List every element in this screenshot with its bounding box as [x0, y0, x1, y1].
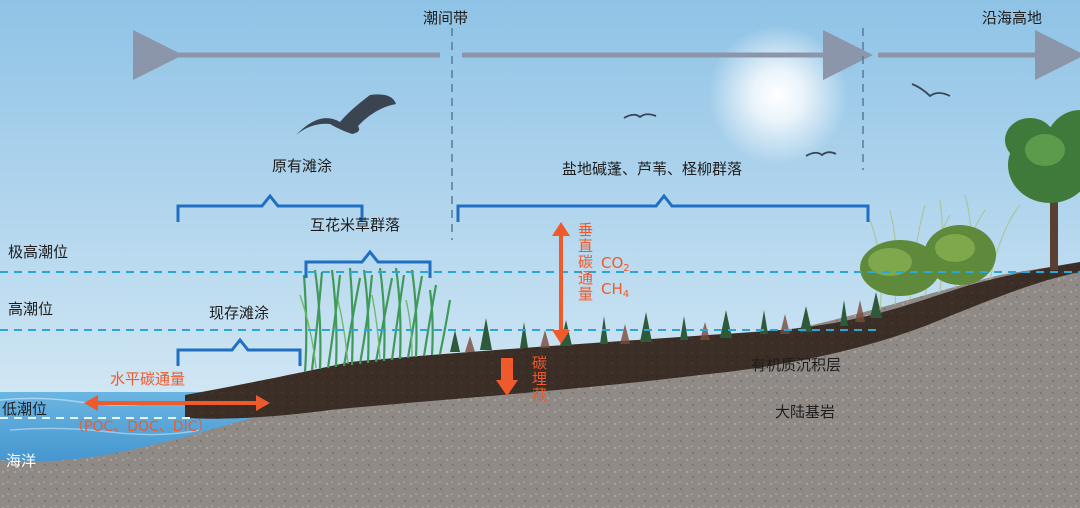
sea-label: 海洋 — [6, 452, 37, 470]
horizontal-flux-detail: （POC、DOC、DIC） — [70, 419, 212, 435]
bird-large — [296, 94, 396, 135]
brace-current-flat — [176, 337, 302, 366]
ch4-label: CH4 — [601, 280, 630, 300]
habitat-label-current-flat: 现存滩涂 — [209, 304, 270, 322]
vertical-flux-arrow — [552, 222, 570, 344]
carbon-burial-label: 碳埋藏 — [530, 355, 548, 403]
horizontal-flux-label: 水平碳通量 — [110, 370, 186, 388]
tide-label-extreme-high: 极高潮位 — [8, 243, 69, 261]
bedrock-label: 大陆基岩 — [775, 403, 836, 421]
carbon-burial-arrow — [496, 358, 518, 396]
habitat-label-saltmarsh: 盐地碱蓬、芦苇、柽柳群落 — [562, 160, 743, 178]
spartina-grass — [302, 267, 452, 373]
co2-label: CO2 — [601, 254, 630, 274]
horizontal-flux-arrow — [84, 395, 270, 411]
sun — [708, 25, 848, 165]
birds-small — [623, 83, 951, 157]
organic-sediment-layer — [185, 262, 1080, 419]
zone-label-intertidal: 潮间带 — [423, 9, 469, 27]
brace-spartina — [304, 249, 432, 278]
tree-trunk — [1050, 175, 1058, 270]
habitat-label-original-flat: 原有滩涂 — [272, 157, 333, 175]
brace-saltmarsh — [456, 193, 870, 222]
tide-label-high: 高潮位 — [8, 300, 54, 318]
brace-original-flat — [176, 193, 364, 222]
zone-label-coastal-upland: 沿海高地 — [982, 9, 1043, 27]
organic-layer-label: 有机质沉积层 — [751, 356, 842, 374]
habitat-label-spartina: 互花米草群落 — [310, 216, 401, 234]
vertical-flux-label: 垂直碳通量 — [576, 222, 594, 302]
tide-label-low: 低潮位 — [2, 400, 48, 418]
